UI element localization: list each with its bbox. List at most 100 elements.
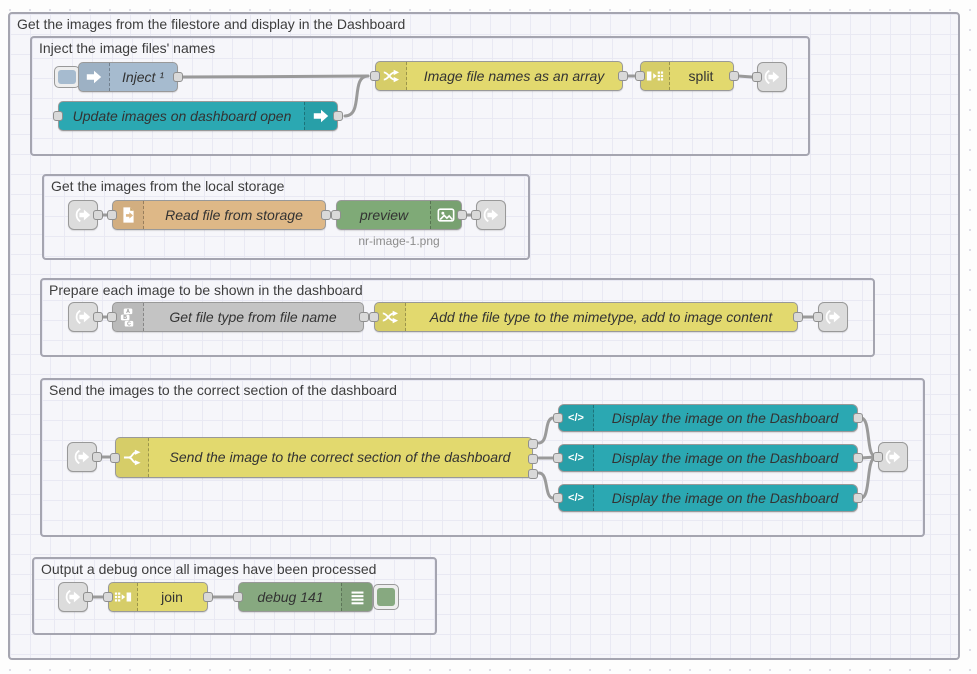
arrow-right-icon [304,102,337,130]
wire[interactable] [181,74,370,79]
node-label: Send the image to the correct section of… [169,449,511,465]
port-out-2[interactable] [528,454,538,464]
node-label: Inject ¹ [121,69,164,85]
node-link-out-2[interactable] [471,200,506,230]
fork-icon [116,438,149,477]
shuffle-arrows-icon [375,303,406,331]
port-in[interactable] [107,312,117,322]
file-in-icon [113,201,144,229]
node-inject[interactable]: Inject ¹ [78,62,183,92]
abc-icon: A B C [113,303,144,331]
port-out[interactable] [729,71,739,81]
svg-text:A: A [126,309,130,315]
node-join[interactable]: join [103,582,213,612]
shuffle-arrows-icon [376,62,407,90]
port-in[interactable] [553,453,563,463]
svg-text:B: B [123,315,127,321]
port-out[interactable] [618,71,628,81]
port-in[interactable] [873,452,883,462]
port-out[interactable] [321,210,331,220]
wire[interactable] [537,416,555,445]
link-arrow-icon [483,207,499,223]
group-prepare-label: Prepare each image to be shown in the da… [49,282,363,298]
node-link-out-1[interactable] [752,62,787,92]
port-out[interactable] [173,72,183,82]
node-add-mimetype[interactable]: Add the file type to the mimetype, add t… [369,302,803,332]
port-out[interactable] [93,210,103,220]
port-out[interactable] [853,413,863,423]
node-link-out-4[interactable] [873,442,908,472]
port-out[interactable] [333,111,343,121]
link-arrow-icon [764,69,780,85]
node-label: Add the file type to the mimetype, add t… [429,309,773,325]
node-label: Read file from storage [165,207,303,223]
inject-button-fill [58,70,76,84]
wire[interactable] [859,455,877,460]
wire[interactable] [736,74,754,79]
node-link-in-2[interactable] [68,200,103,230]
node-label: preview [359,207,409,223]
node-label: split [688,68,714,84]
node-dashboard-open[interactable]: Update images on dashboard open [53,101,343,131]
group-outer-label: Get the images from the filestore and di… [17,16,406,32]
node-display-3[interactable]: </> Display the image on the Dashboard [553,484,863,512]
port-in[interactable] [53,111,63,121]
port-out[interactable] [793,312,803,322]
port-out[interactable] [853,453,863,463]
port-in[interactable] [813,312,823,322]
port-in[interactable] [369,312,379,322]
wire[interactable] [537,471,555,500]
node-label: Image file names as an array [423,68,605,84]
wire[interactable] [343,74,370,118]
image-icon [430,201,461,229]
node-debug[interactable]: debug 141 [233,582,373,612]
port-out[interactable] [359,312,369,322]
node-route-switch[interactable]: Send the image to the correct section of… [110,437,538,479]
node-link-in-4[interactable] [67,442,102,472]
node-filenames-change[interactable]: Image file names as an array [370,61,628,91]
node-link-out-3[interactable] [813,302,848,332]
node-label: Display the image on the Dashboard [611,450,839,466]
port-in[interactable] [471,210,481,220]
group-storage-label: Get the images from the local storage [51,178,285,194]
port-out[interactable] [92,452,102,462]
port-in[interactable] [370,71,380,81]
group-output-label: Output a debug once all images have been… [41,561,377,577]
node-link-in-3[interactable] [68,302,103,332]
wire[interactable] [859,416,877,458]
port-out-3[interactable] [528,469,538,479]
code-icon: </> [559,485,594,511]
node-display-1[interactable]: </> Display the image on the Dashboard [553,404,863,432]
port-in[interactable] [553,413,563,423]
port-in[interactable] [553,493,563,503]
port-in[interactable] [635,71,645,81]
node-preview[interactable]: preview [331,200,467,230]
node-link-in-5[interactable] [58,582,93,612]
port-out[interactable] [853,493,863,503]
node-display-2[interactable]: </> Display the image on the Dashboard [553,444,863,472]
node-get-file-type[interactable]: A B C Get file type from file name [107,302,369,332]
port-out-1[interactable] [528,439,538,449]
port-in[interactable] [752,72,762,82]
code-icon: </> [559,445,594,471]
port-in[interactable] [107,210,117,220]
node-read-file[interactable]: Read file from storage [107,200,331,230]
inject-button[interactable] [54,66,80,88]
node-label: join [161,589,183,605]
node-split[interactable]: split [635,61,739,91]
port-in[interactable] [103,592,113,602]
port-out[interactable] [203,592,213,602]
port-in[interactable] [110,452,120,463]
port-out[interactable] [93,312,103,322]
group-send-label: Send the images to the correct section o… [49,382,397,398]
port-in[interactable] [331,210,341,220]
port-out[interactable] [457,210,467,220]
wire[interactable] [859,456,877,500]
debug-toggle-button[interactable] [373,584,399,610]
link-arrow-icon [75,309,91,325]
port-in[interactable] [233,592,243,602]
port-out[interactable] [83,592,93,602]
split-icon [641,62,670,90]
group-inject[interactable]: Inject the image files' names [30,36,810,156]
